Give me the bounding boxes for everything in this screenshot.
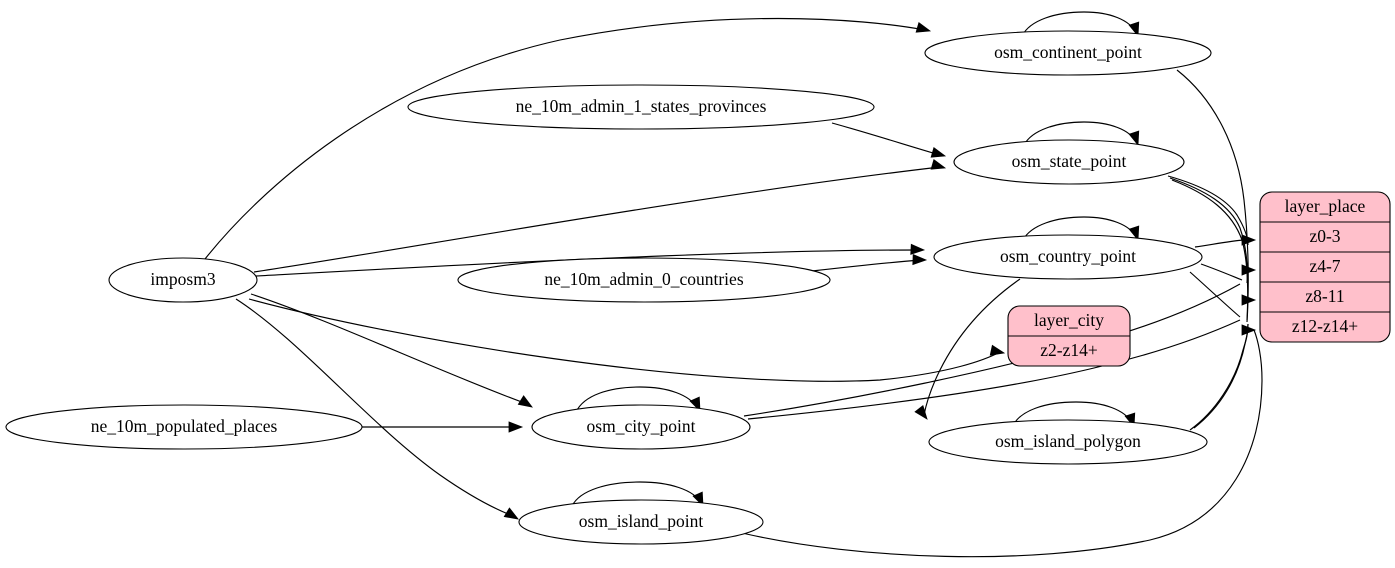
- arrowhead-osm_city_point: [517, 395, 533, 408]
- node-ne_10m_admin_1_states_provinces[interactable]: ne_10m_admin_1_states_provinces: [407, 84, 875, 130]
- node-osm_state_point[interactable]: osm_state_point: [953, 139, 1185, 185]
- node-label-osm_state_point: osm_state_point: [1012, 151, 1127, 171]
- edge-osm_city_point-to-layer_place: [747, 319, 1241, 420]
- node-label-osm_city_point: osm_city_point: [587, 416, 696, 436]
- arrowhead-layer_place_z12_z14: [1241, 324, 1257, 336]
- node-osm_city_point[interactable]: osm_city_point: [531, 404, 751, 450]
- arrowhead-osm_state_point_self: [1128, 130, 1140, 147]
- edge-osm_country_point-to-layer_place: [1200, 263, 1243, 281]
- arrowhead-layer_place_z4_7: [1241, 264, 1257, 276]
- record-cell-layer_place-3[interactable]: z8-11: [1305, 286, 1344, 306]
- node-ne_10m_populated_places[interactable]: ne_10m_populated_places: [5, 404, 363, 450]
- edge-osm_continent_point-to-layer_place: [1176, 69, 1249, 323]
- node-osm_country_point[interactable]: osm_country_point: [933, 234, 1203, 280]
- self-edge-osm_city_point: [575, 386, 698, 413]
- node-label-osm_island_polygon: osm_island_polygon: [995, 431, 1141, 451]
- nodes-group: imposm3 ne_10m_admin_1_states_provincesne…: [5, 30, 1212, 545]
- edge-osm_country_point-to-osm_island_polygon: [923, 278, 1021, 416]
- edge-imposm3-to-osm_island_point: [235, 298, 514, 517]
- record-layer_city[interactable]: layer_city z2-z14+: [1007, 305, 1131, 367]
- record-cell-layer_place-4[interactable]: z12-z14+: [1292, 316, 1358, 336]
- arrowhead-layer_city_z2: [989, 344, 1006, 356]
- node-label-osm_island_point: osm_island_point: [579, 511, 704, 531]
- arrowhead-osm_city_point_b: [508, 421, 524, 433]
- node-label-osm_country_point: osm_country_point: [1000, 246, 1136, 266]
- edge-ne_10m_admin_0_countries-to-osm_country_point: [811, 259, 921, 272]
- edge-osm_island_point-to-layer_place: [741, 329, 1263, 558]
- layer-records-group: layer_place z0-3 z4-7 z8-11 z12-z14+ layer_ci…: [1007, 191, 1391, 367]
- edge-osm_country_point-to-layer_place: [1194, 239, 1244, 248]
- node-shape-osm_city_point: [531, 404, 751, 450]
- edge-osm_state_point-to-layer_place: [1167, 175, 1249, 246]
- arrowhead-osm_island_polygon: [914, 405, 928, 420]
- self-edge-osm_island_polygon: [1011, 401, 1133, 428]
- node-shape-ne_10m_admin_0_countries: [457, 257, 831, 303]
- node-shape-ne_10m_populated_places: [5, 404, 363, 450]
- arrowhead-osm_continent_point: [915, 21, 932, 33]
- edge-imposm3-to-layer_city: [248, 298, 1001, 382]
- edge-osm_island_polygon-to-layer_place: [1189, 323, 1249, 431]
- edge-ne_10m_admin_1_states_provinces-to-osm_state_point: [831, 122, 941, 156]
- node-osm_island_polygon[interactable]: osm_island_polygon: [928, 419, 1208, 465]
- self-edge-osm_country_point: [1022, 216, 1137, 241]
- self-edge-osm_island_point: [571, 481, 702, 507]
- arrowheads-group: [503, 21, 1257, 520]
- arrowhead-osm_island_point: [503, 507, 519, 520]
- record-layer_place[interactable]: layer_place z0-3 z4-7 z8-11 z12-z14+: [1259, 191, 1391, 343]
- edge-imposm3-to-osm_continent_point: [204, 17, 926, 260]
- node-shape-osm_island_polygon: [928, 419, 1208, 465]
- record-box-layer_place: [1259, 191, 1391, 343]
- arrowhead-layer_place_z0_3: [1241, 234, 1257, 246]
- edge-imposm3-to-osm_state_point: [253, 166, 941, 273]
- arrowhead-osm_country_point: [910, 243, 926, 255]
- record-cell-layer_place-0[interactable]: layer_place: [1285, 196, 1366, 216]
- edge-osm_island_polygon-to-layer_place: [1193, 323, 1249, 429]
- record-cell-layer_city-0[interactable]: layer_city: [1034, 310, 1104, 330]
- node-shape-osm_country_point: [933, 234, 1203, 280]
- arrowhead-osm_state_point_b: [930, 158, 947, 170]
- edge-imposm3-to-osm_city_point: [250, 293, 528, 405]
- node-label-ne_10m_populated_places: ne_10m_populated_places: [91, 416, 278, 436]
- node-imposm3[interactable]: imposm3: [108, 257, 258, 303]
- node-shape-osm_state_point: [953, 139, 1185, 185]
- arrowhead-osm_state_point: [930, 146, 947, 158]
- node-shape-osm_island_point: [518, 499, 764, 545]
- node-shape-osm_continent_point: [924, 30, 1212, 76]
- record-cell-layer_place-2[interactable]: z4-7: [1309, 256, 1340, 276]
- arrowhead-osm_country_point_self: [1128, 225, 1140, 242]
- node-shape-imposm3: [108, 257, 258, 303]
- arrowhead-osm_continent_point_self: [1128, 21, 1140, 38]
- node-osm_continent_point[interactable]: osm_continent_point: [924, 30, 1212, 76]
- node-label-osm_continent_point: osm_continent_point: [994, 42, 1142, 62]
- node-label-ne_10m_admin_1_states_provinces: ne_10m_admin_1_states_provinces: [516, 96, 767, 116]
- node-shape-ne_10m_admin_1_states_provinces: [407, 84, 875, 130]
- node-osm_island_point[interactable]: osm_island_point: [518, 499, 764, 545]
- arrowhead-osm_country_point_b: [912, 253, 928, 266]
- record-cell-layer_place-1[interactable]: z0-3: [1309, 226, 1340, 246]
- node-label-ne_10m_admin_0_countries: ne_10m_admin_0_countries: [544, 269, 743, 289]
- node-label-imposm3: imposm3: [150, 269, 215, 289]
- self-edge-osm_state_point: [1023, 121, 1137, 146]
- self-edge-osm_continent_point: [1021, 11, 1137, 37]
- record-cell-layer_city-1[interactable]: z2-z14+: [1040, 340, 1098, 360]
- arrowhead-osm_city_point_c: [689, 396, 701, 413]
- arrowhead-layer_place_z8_11: [1241, 294, 1257, 306]
- node-ne_10m_admin_0_countries[interactable]: ne_10m_admin_0_countries: [457, 257, 831, 303]
- edge-osm_country_point-to-layer_place: [1189, 271, 1241, 318]
